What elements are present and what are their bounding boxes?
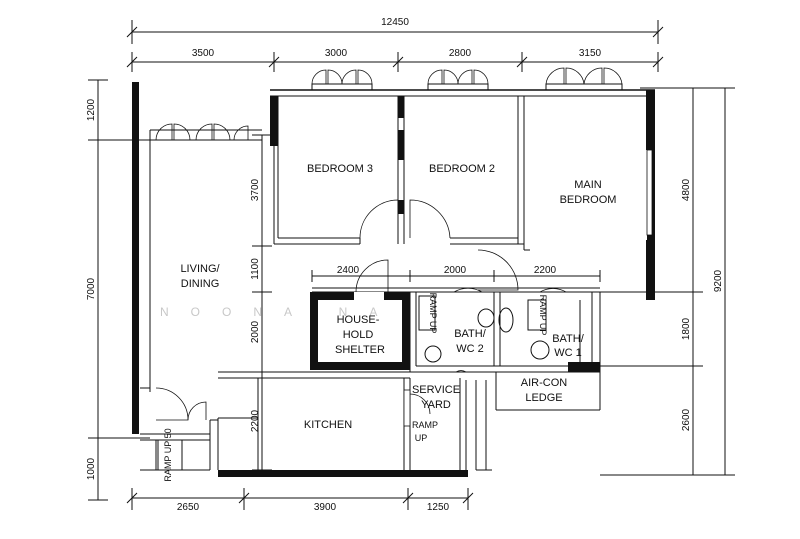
- dim-left-3: 1000: [86, 457, 97, 480]
- dim-bottom-1: 2650: [177, 502, 200, 513]
- window-bedroom2: [427, 69, 489, 91]
- ramp-entry-box: [157, 439, 183, 471]
- label-shelter-3: SHELTER: [335, 344, 385, 356]
- dim-bottom-2: 3900: [314, 502, 337, 513]
- label-ramp-entry: RAMP UP 50: [163, 428, 173, 481]
- label-bath1-1: BATH/: [552, 333, 585, 345]
- label-kitchen: KITCHEN: [304, 419, 352, 431]
- dim-right-1: 4800: [681, 178, 692, 201]
- door-bath2: [453, 287, 483, 293]
- dim-top-2: 3000: [325, 48, 348, 59]
- fixtures: [157, 295, 550, 471]
- door-entry: [155, 387, 189, 421]
- dim-bottom-3: 1250: [427, 502, 450, 513]
- dimension-labels: 12450 3500 3000 2800 3150 1200 7000 1000…: [86, 17, 724, 513]
- door-bedroom2: [409, 199, 451, 239]
- door-main-bedroom: [477, 249, 519, 291]
- dim-right-2: 1800: [681, 317, 692, 340]
- label-bath1-2: WC 1: [554, 347, 582, 359]
- basin-bath1-icon: [530, 340, 550, 360]
- door-shelter: [355, 259, 389, 293]
- window-bedroom3: [311, 69, 373, 91]
- label-ramp-bath1: RAMP UP: [538, 295, 548, 336]
- door-bath1: [539, 288, 567, 293]
- label-living-2: DINING: [181, 278, 220, 290]
- label-service-yard-2: YARD: [421, 399, 451, 411]
- dim-right-outer: 9200: [713, 269, 724, 292]
- label-aircon-1: AIR-CON: [521, 377, 568, 389]
- label-living-1: LIVING/: [180, 263, 220, 275]
- dim-corridor-1: 2400: [337, 265, 360, 276]
- label-bedroom2: BEDROOM 2: [429, 163, 495, 175]
- label-bath2-2: WC 2: [456, 343, 484, 355]
- windows: [155, 67, 623, 141]
- basin-bath2-icon: [424, 345, 442, 363]
- label-main-bedroom-1: MAIN: [574, 179, 602, 191]
- label-service-yard-1: SERVICE: [412, 384, 460, 396]
- door-service-yard: [409, 393, 431, 415]
- toilet-bath2-icon: [477, 308, 495, 328]
- label-ramp-yard-1: RAMP: [412, 420, 438, 430]
- dim-top-4: 3150: [579, 48, 602, 59]
- dim-top-1: 3500: [192, 48, 215, 59]
- label-main-bedroom-2: BEDROOM: [560, 194, 617, 206]
- door-entry-leaf: [187, 401, 207, 421]
- doors: [155, 199, 567, 421]
- window-main-bedroom: [545, 67, 623, 91]
- dim-inner-left-1: 3700: [250, 178, 261, 201]
- dim-overall-top: 12450: [381, 17, 409, 28]
- dimension-lines: [88, 20, 735, 510]
- dim-right-3: 2600: [681, 408, 692, 431]
- dim-corridor-2: 2000: [444, 265, 467, 276]
- label-aircon-2: LEDGE: [525, 392, 562, 404]
- label-bedroom3: BEDROOM 3: [307, 163, 373, 175]
- room-labels: BEDROOM 3 BEDROOM 2 MAIN BEDROOM LIVING/…: [163, 163, 616, 482]
- door-yard-top: [455, 370, 467, 373]
- dim-top-3: 2800: [449, 48, 472, 59]
- walls: [132, 82, 655, 477]
- window-living: [155, 123, 249, 141]
- ramp-bath1-box: [527, 299, 547, 331]
- label-ramp-yard-2: UP: [415, 433, 428, 443]
- ramp-bath2-box: [418, 295, 436, 331]
- label-shelter-2: HOLD: [343, 329, 374, 341]
- door-bedroom3: [359, 199, 399, 239]
- watermark-text: NOONA NA: [160, 305, 399, 319]
- toilet-bath1-icon: [498, 307, 514, 333]
- label-shelter-1: HOUSE-: [337, 314, 380, 326]
- dim-left-1: 1200: [86, 98, 97, 121]
- dim-inner-left-4: 2200: [250, 409, 261, 432]
- label-bath2-1: BATH/: [454, 328, 487, 340]
- dim-inner-left-2: 1100: [250, 258, 261, 280]
- dim-left-2: 7000: [86, 277, 97, 300]
- dim-inner-left-3: 2000: [250, 320, 261, 343]
- label-ramp-bath2: RAMP UP: [428, 293, 438, 334]
- dim-corridor-3: 2200: [534, 265, 557, 276]
